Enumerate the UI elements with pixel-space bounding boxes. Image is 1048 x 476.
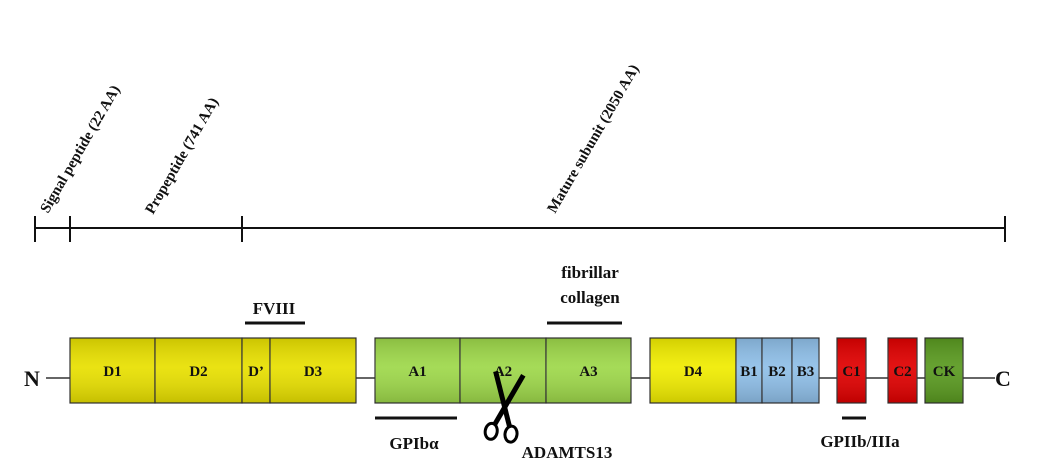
- propeptide-label: Propeptide (741 AA): [143, 95, 223, 217]
- collagen-label-line2: collagen: [560, 288, 620, 307]
- domain-b2: B2: [761, 337, 793, 404]
- adamts13-label: ADAMTS13: [522, 443, 613, 462]
- domain-shading: [155, 338, 242, 403]
- domain-shading: [375, 338, 460, 403]
- domain-label: D1: [103, 364, 121, 380]
- domain-ck: CK: [924, 337, 964, 404]
- domain-b3: B3: [791, 337, 820, 404]
- domain-label: CK: [933, 364, 956, 380]
- c-terminus-label: C: [995, 366, 1011, 391]
- domain-shading: [650, 338, 736, 403]
- collagen-label-line1: fibrillar: [561, 263, 619, 282]
- gpib-label: GPIbα: [389, 434, 439, 453]
- domain-c2: C2: [887, 337, 918, 404]
- domain-shading: [792, 338, 819, 403]
- sequence-ruler: [34, 216, 1006, 242]
- signal-peptide-label: Signal peptide (22 AA): [38, 83, 124, 216]
- domain-label: B1: [740, 364, 758, 380]
- domain-d-prime: D’: [241, 337, 271, 404]
- domain-label: D2: [189, 364, 207, 380]
- domain-label: B2: [768, 364, 786, 380]
- domain-label: C2: [893, 364, 911, 380]
- gpiib-label: GPIIb/IIIa: [820, 432, 900, 451]
- domain-label: A1: [408, 364, 426, 380]
- domain-d4: D4: [649, 337, 737, 404]
- domain-d3: D3: [269, 337, 357, 404]
- mature-subunit-label: Mature subunit (2050 AA): [545, 62, 643, 216]
- domain-shading: [736, 338, 762, 403]
- domain-d2: D2: [154, 337, 243, 404]
- domain-a1: A1: [374, 337, 461, 404]
- domain-shading: [762, 338, 792, 403]
- domain-shading: [70, 338, 155, 403]
- domain-a3: A3: [545, 337, 632, 404]
- domain-shading: [546, 338, 631, 403]
- domain-d1: D1: [69, 337, 156, 404]
- n-terminus-label: N: [24, 366, 40, 391]
- domain-label: D4: [684, 364, 703, 380]
- domain-shading: [242, 338, 270, 403]
- domain-label: D’: [248, 364, 264, 380]
- domain-shading: [925, 338, 963, 403]
- domain-b1: B1: [735, 337, 763, 404]
- domain-shading: [888, 338, 917, 403]
- domain-label: A3: [579, 364, 597, 380]
- domain-c1: C1: [836, 337, 867, 404]
- domain-label: B3: [797, 364, 815, 380]
- domain-shading: [837, 338, 866, 403]
- domain-label: D3: [304, 364, 322, 380]
- scissors-icon: [483, 370, 526, 444]
- domain-shading: [270, 338, 356, 403]
- fviii-label: FVIII: [253, 299, 296, 318]
- domain-label: C1: [842, 364, 860, 380]
